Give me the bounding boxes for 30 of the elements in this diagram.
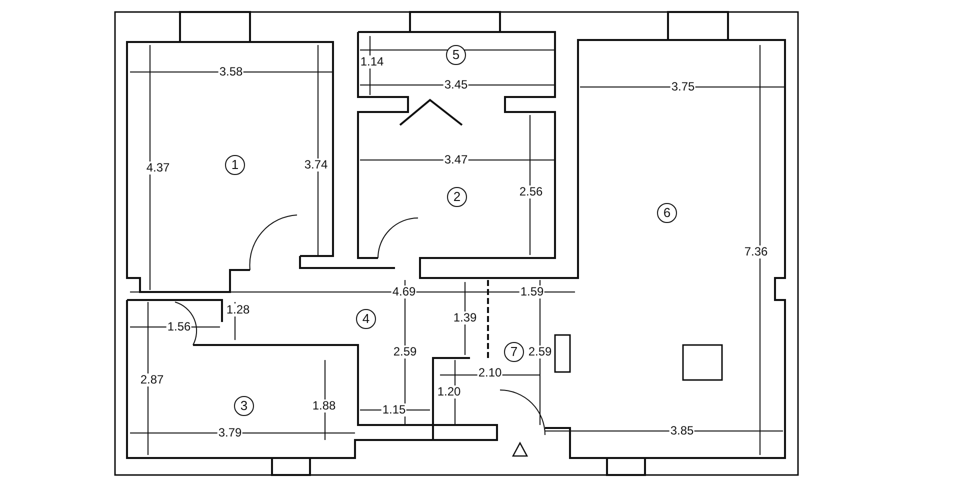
room-number: 6 [657, 203, 677, 223]
dimension-value: 7.36 [743, 246, 769, 258]
dimension-value: 2.10 [477, 366, 503, 380]
dimension-value: 1.39 [452, 312, 478, 324]
dimension-value: 2.59 [392, 346, 418, 358]
dimension-value: 1.28 [225, 304, 251, 316]
dimension-value: 3.85 [669, 424, 695, 438]
room-number: 3 [234, 396, 254, 416]
dimension-value: 3.47 [443, 154, 469, 166]
room-number: 5 [446, 45, 466, 65]
dimension-value: 1.56 [166, 320, 192, 334]
dimension-value: 4.69 [391, 286, 417, 298]
dimension-value: 2.56 [518, 186, 544, 198]
room-number: 4 [356, 309, 376, 329]
dimension-value: 2.59 [527, 346, 553, 358]
dimension-value: 3.75 [670, 80, 696, 94]
dimension-value: 1.20 [436, 386, 462, 398]
room-number: 1 [225, 155, 245, 175]
dimension-value: 4.37 [145, 162, 171, 174]
dimension-value: 3.58 [218, 66, 244, 78]
room-number: 7 [504, 342, 524, 362]
dimension-value: 2.87 [139, 374, 165, 386]
dimension-value: 1.59 [519, 286, 545, 298]
dimension-value: 3.74 [303, 158, 329, 172]
room-number: 2 [447, 187, 467, 207]
dimension-value: 1.14 [359, 56, 385, 68]
dimension-value: 3.45 [443, 78, 469, 92]
dimension-value: 3.79 [217, 426, 243, 440]
dimension-value: 1.15 [381, 404, 407, 416]
dimension-value: 1.88 [311, 400, 337, 412]
